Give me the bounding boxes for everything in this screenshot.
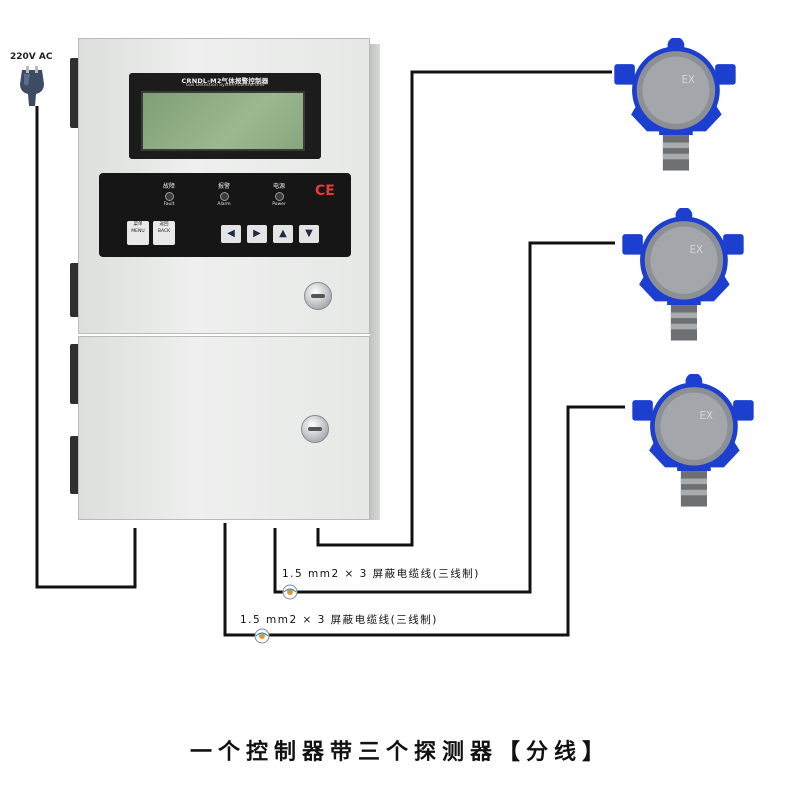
gas-alarm-controller: CRNDL-M2气体报警控制器 Gas Detection System Con… [70, 38, 380, 520]
upper-lock-icon[interactable] [304, 282, 332, 310]
diagram-caption: 一个控制器带三个探测器【分线】 [189, 740, 610, 765]
hinge [70, 263, 80, 317]
ex-badge: EX [690, 244, 704, 256]
detector-body-icon: EX [614, 38, 736, 171]
down-button[interactable]: ▼ [299, 225, 319, 243]
power-label-cn: 电源 [272, 183, 285, 190]
power-label-en: Power [272, 202, 286, 207]
cable-marker-2 [254, 628, 270, 644]
back-button[interactable]: 返回 BACK [153, 221, 175, 245]
back-label-en: BACK [157, 229, 171, 234]
gas-detector-3: EX [632, 374, 754, 507]
cabinet-lower-door[interactable] [78, 336, 370, 520]
ce-mark: CE [315, 183, 335, 199]
ex-badge: EX [682, 74, 696, 86]
power-wire [35, 106, 137, 589]
hinge [70, 344, 80, 404]
detector-body-icon: EX [622, 208, 744, 341]
alarm-led-icon [219, 192, 229, 201]
power-led-icon [274, 192, 284, 201]
power-indicator: 电源 Power [259, 181, 299, 207]
hinge [70, 58, 80, 128]
cable-marker-1 [282, 584, 298, 600]
menu-button[interactable]: 菜单 MENU [127, 221, 149, 245]
cable-detector-3 [223, 405, 625, 637]
detector-body-icon: EX [632, 374, 754, 507]
cabinet-side [370, 44, 380, 520]
gas-detector-1: EX [614, 38, 736, 171]
alarm-label-cn: 报警 [217, 183, 230, 190]
back-label-cn: 返回 [159, 222, 169, 227]
cable-label-2: 1.5 mm2 × 3 屏蔽电缆线(三线制) [240, 614, 438, 626]
controller-title: CRNDL-M2气体报警控制器 [181, 77, 269, 85]
power-label: 220V AC [10, 52, 53, 62]
fault-indicator: 故障 Fault [149, 181, 189, 207]
ex-badge: EX [700, 410, 714, 422]
alarm-label-en: Alarm [217, 202, 231, 207]
fault-led-icon [164, 192, 174, 201]
gas-detector-2: EX [622, 208, 744, 341]
right-button[interactable]: ▶ [247, 225, 267, 243]
controller-subtitle: Gas Detection System Control Unit [185, 83, 265, 88]
fault-label-cn: 故障 [162, 183, 175, 190]
up-button[interactable]: ▲ [273, 225, 293, 243]
power-plug-icon [20, 66, 44, 106]
alarm-indicator: 报警 Alarm [204, 181, 244, 207]
cable-label-1: 1.5 mm2 × 3 屏蔽电缆线(三线制) [282, 568, 480, 580]
lcd-display: CRNDL-M2气体报警控制器 Gas Detection System Con… [129, 73, 321, 159]
cable-detector-1 [316, 70, 612, 547]
menu-label-cn: 菜单 [133, 222, 143, 227]
control-panel: 故障 Fault 报警 Alarm 电源 Power CE 菜单 MENU 返回 [99, 173, 351, 257]
left-button[interactable]: ◀ [221, 225, 241, 243]
lower-lock-icon[interactable] [301, 415, 329, 443]
cable-detector-2 [273, 241, 615, 594]
lcd-screen [141, 91, 305, 151]
hinge [70, 436, 80, 494]
fault-label-en: Fault [163, 202, 175, 207]
menu-label-en: MENU [131, 229, 145, 234]
cabinet-upper-door[interactable]: CRNDL-M2气体报警控制器 Gas Detection System Con… [78, 38, 370, 334]
